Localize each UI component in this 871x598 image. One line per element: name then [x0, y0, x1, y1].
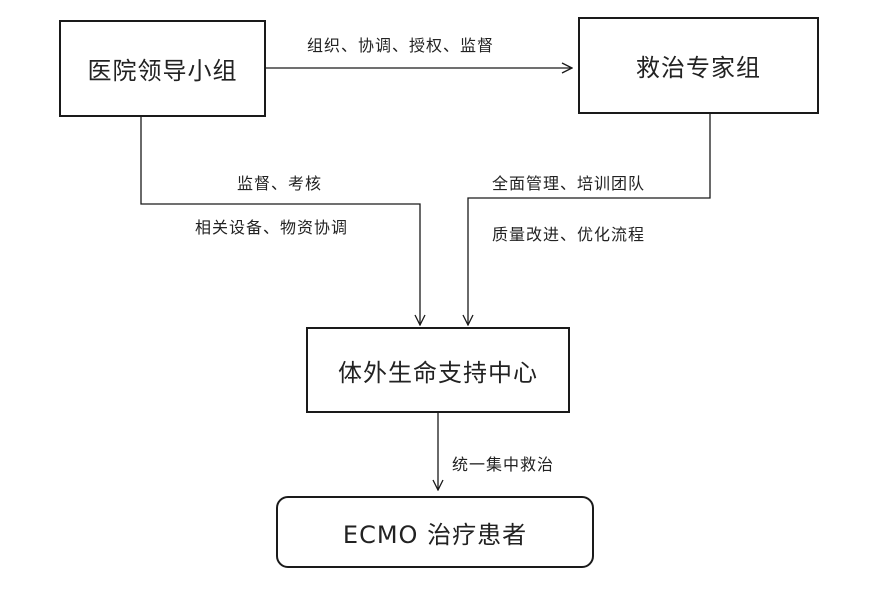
ecls-center-box: 体外生命支持中心	[306, 327, 570, 413]
arrow-leadership-to-center	[140, 117, 420, 325]
label-quality-improvement: 质量改进、优化流程	[492, 225, 646, 244]
label-full-management: 全面管理、培训团队	[492, 174, 646, 193]
arrow-expert-to-center	[468, 114, 711, 325]
expert-group-box: 救治专家组	[578, 17, 819, 114]
leadership-group-label: 医院领导小组	[87, 57, 238, 85]
label-unified-treatment: 统一集中救治	[452, 455, 555, 474]
label-equipment-coordination: 相关设备、物资协调	[195, 218, 349, 237]
leadership-group-box: 医院领导小组	[59, 20, 266, 117]
ecmo-patients-box: ECMO 治疗患者	[276, 496, 594, 568]
ecmo-patients-label: ECMO 治疗患者	[342, 520, 528, 549]
expert-group-label: 救治专家组	[636, 54, 761, 82]
label-organize-coordinate: 组织、协调、授权、监督	[307, 36, 495, 55]
label-supervise-assess: 监督、考核	[237, 174, 323, 193]
ecls-center-label: 体外生命支持中心	[338, 358, 538, 387]
